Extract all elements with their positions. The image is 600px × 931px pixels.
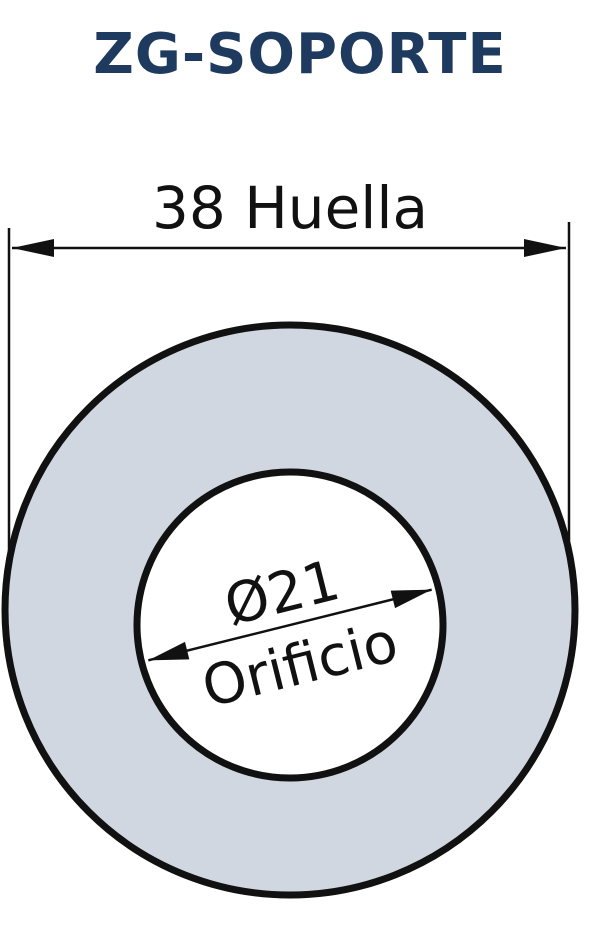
inner-dimension-arrow-left: [148, 641, 190, 661]
page-title: ZG-SOPORTE: [93, 22, 507, 87]
outer-dimension-label: 38 Huella: [152, 174, 428, 242]
inner-dimension-arrow-right: [390, 589, 432, 609]
outer-dimension-arrow-left: [12, 239, 54, 257]
inner-dimension-line: [148, 588, 432, 662]
outer-dimension-arrow-right: [524, 239, 566, 257]
